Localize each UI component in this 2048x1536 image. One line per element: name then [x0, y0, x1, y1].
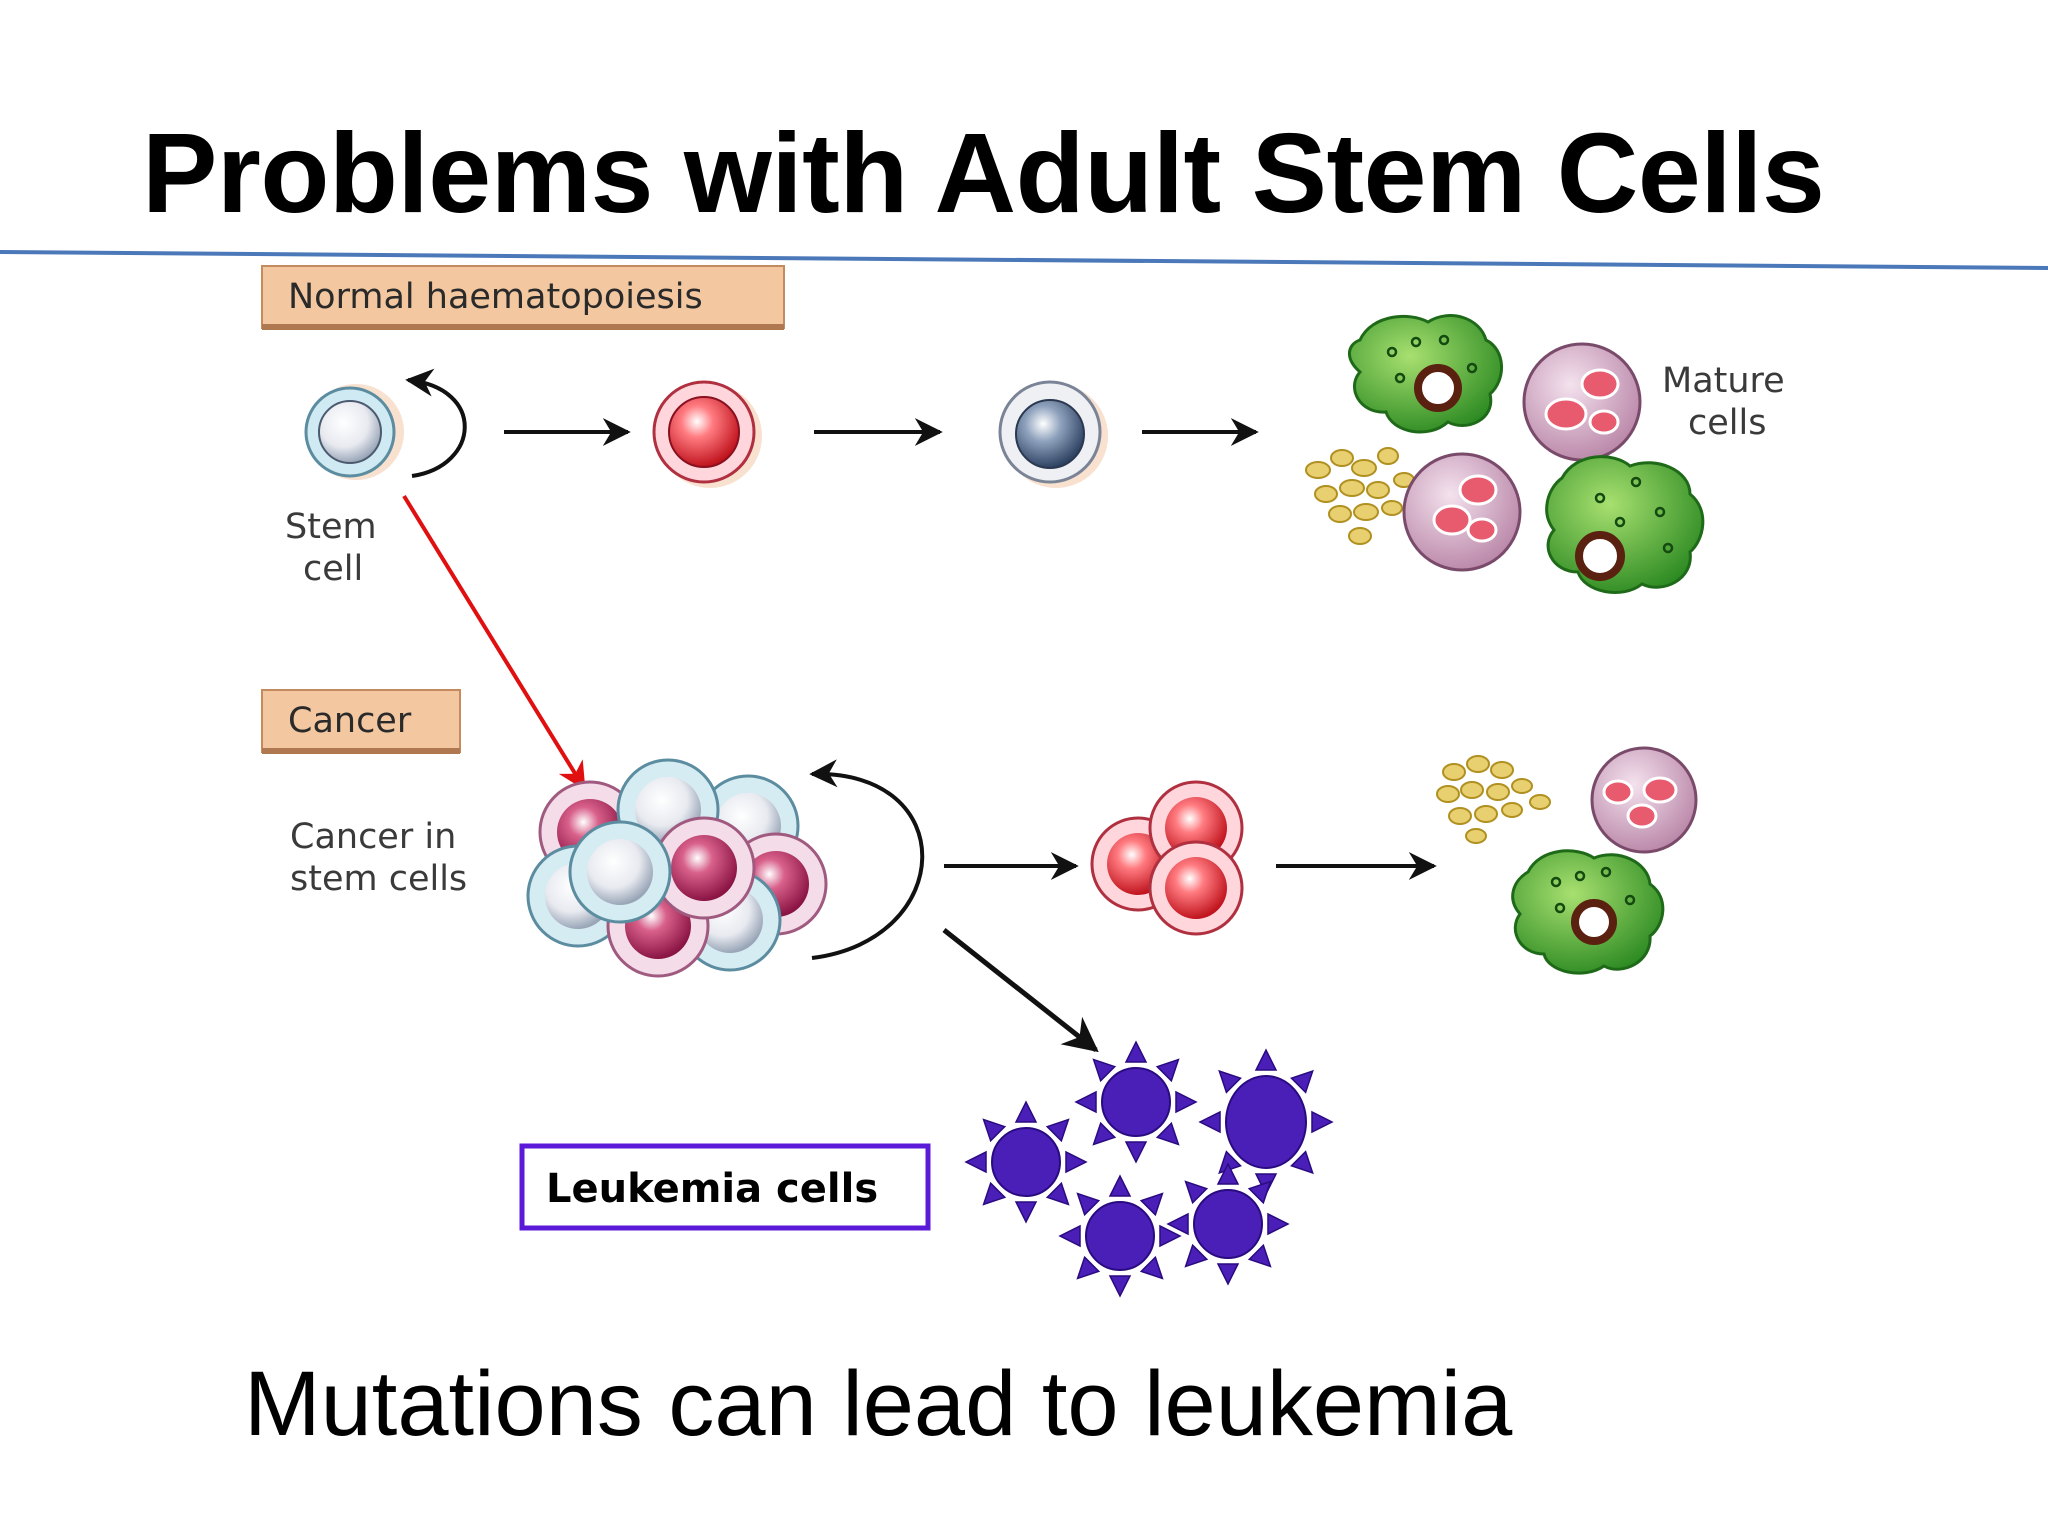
- leukemia-label-box: Leukemia cells: [519, 1143, 931, 1231]
- self-renewal-arrow: [405, 368, 467, 478]
- leukemia-cell-spike: [1139, 1255, 1164, 1280]
- leukemia-cell-spike: [1198, 1110, 1221, 1134]
- leukemia-cell-spike: [1076, 1192, 1101, 1217]
- leukemia-cell-spike: [982, 1181, 1007, 1206]
- leukemia-cell: [964, 1100, 1088, 1224]
- leukemia-cell-spike: [1247, 1243, 1272, 1268]
- leukemia-cell-body: [991, 1127, 1061, 1197]
- cancer-mature-green-cell: [1511, 849, 1665, 975]
- leukemia-label: Leukemia cells: [546, 1166, 878, 1212]
- mature-cells-label-line2: cells: [1688, 403, 1766, 443]
- cancer-progenitor-cells: [1090, 780, 1244, 936]
- mature-pink-cell-middle: [1402, 452, 1522, 572]
- leukemia-cell-spike: [1247, 1180, 1272, 1205]
- cancer-tag: Cancer: [261, 689, 461, 754]
- leukemia-cell-spike: [1124, 1141, 1148, 1164]
- mature-cells-label-line1: Mature: [1662, 361, 1785, 401]
- mature-green-cell-top: [1348, 314, 1503, 434]
- cancer-stem-label-line1: Cancer in: [290, 817, 456, 857]
- leukemia-cell-body: [1085, 1201, 1155, 1271]
- leukemia-cell-spike: [1159, 1224, 1182, 1248]
- stem-cell-label-line2: cell: [303, 549, 363, 589]
- leukemia-cell-spike: [1108, 1174, 1132, 1197]
- leukemia-cell-body: [1193, 1189, 1263, 1259]
- platelet-cluster-top: [1305, 447, 1415, 545]
- leukemia-cell-spike: [1065, 1150, 1088, 1174]
- leukemia-cell-spike: [1290, 1069, 1314, 1094]
- leukemia-cell: [1166, 1162, 1290, 1286]
- mature-green-cell-bottom: [1545, 455, 1705, 594]
- leukemia-cell-spike: [1254, 1048, 1278, 1071]
- leukemia-cell-spike: [1216, 1162, 1240, 1185]
- leukemia-cell: [1058, 1174, 1182, 1298]
- leukemia-cell-spike: [1108, 1275, 1132, 1298]
- cancer-stem-cell-cluster: [526, 758, 828, 978]
- cancer-self-renewal-arrow: [809, 759, 925, 960]
- leukemia-cell-spike: [1092, 1058, 1117, 1083]
- leukemia-cell-spike: [1139, 1192, 1164, 1217]
- mature-pink-cell-top: [1522, 342, 1642, 462]
- leukemia-cell-spike: [1155, 1058, 1180, 1083]
- leukemia-cell-spike: [1166, 1212, 1189, 1236]
- arrow-to-leukemia-cells: [942, 928, 1099, 1053]
- leukemia-cell: [1074, 1040, 1198, 1164]
- cancer-tag-label: Cancer: [288, 701, 412, 741]
- leukemia-cell-body: [1101, 1067, 1171, 1137]
- leukemia-cell-spike: [1076, 1255, 1101, 1280]
- progenitor-cell-steel: [998, 380, 1108, 488]
- leukemia-cell-spike: [1155, 1121, 1180, 1146]
- leukemia-cell-spike: [1045, 1181, 1070, 1206]
- cancer-mature-pink-cell: [1590, 746, 1698, 854]
- leukemia-cell-spike: [1290, 1150, 1314, 1175]
- leukemia-cell-spike: [1045, 1118, 1070, 1143]
- leukemia-cell-spike: [1184, 1180, 1209, 1205]
- leukemia-cell-group: [964, 1040, 1334, 1298]
- leukemia-cell-spike: [1124, 1040, 1148, 1063]
- leukemia-cell-spike: [1014, 1100, 1038, 1123]
- cancer-stem-label-line2: stem cells: [290, 859, 467, 899]
- normal-tag-label: Normal haematopoiesis: [288, 277, 703, 317]
- leukemia-cell-spike: [964, 1150, 987, 1174]
- slide-title: Problems with Adult Stem Cells: [142, 110, 1825, 236]
- leukemia-cell-spike: [982, 1118, 1007, 1143]
- leukemia-cell-spike: [1218, 1069, 1242, 1094]
- leukemia-cell-body: [1225, 1075, 1307, 1169]
- mutation-arrow: [402, 494, 586, 791]
- leukemia-cell-spike: [1184, 1243, 1209, 1268]
- leukemia-cell-spike: [1216, 1263, 1240, 1286]
- stem-cell: [304, 384, 404, 480]
- leukemia-cell-spike: [1175, 1090, 1198, 1114]
- leukemia-cell-spike: [1014, 1201, 1038, 1224]
- slide-caption: Mutations can lead to leukemia: [244, 1353, 1513, 1455]
- leukemia-cell-spike: [1074, 1090, 1097, 1114]
- platelet-cluster-bottom: [1436, 755, 1551, 844]
- title-divider: [0, 250, 2048, 270]
- leukemia-cell: [1198, 1048, 1334, 1196]
- progenitor-cell-red: [652, 380, 762, 488]
- normal-tag: Normal haematopoiesis: [261, 265, 785, 330]
- leukemia-cell-spike: [1311, 1110, 1334, 1134]
- stem-cell-label-line1: Stem: [285, 507, 377, 547]
- leukemia-cell-spike: [1058, 1224, 1081, 1248]
- leukemia-cell-spike: [1092, 1121, 1117, 1146]
- leukemia-cell-spike: [1267, 1212, 1290, 1236]
